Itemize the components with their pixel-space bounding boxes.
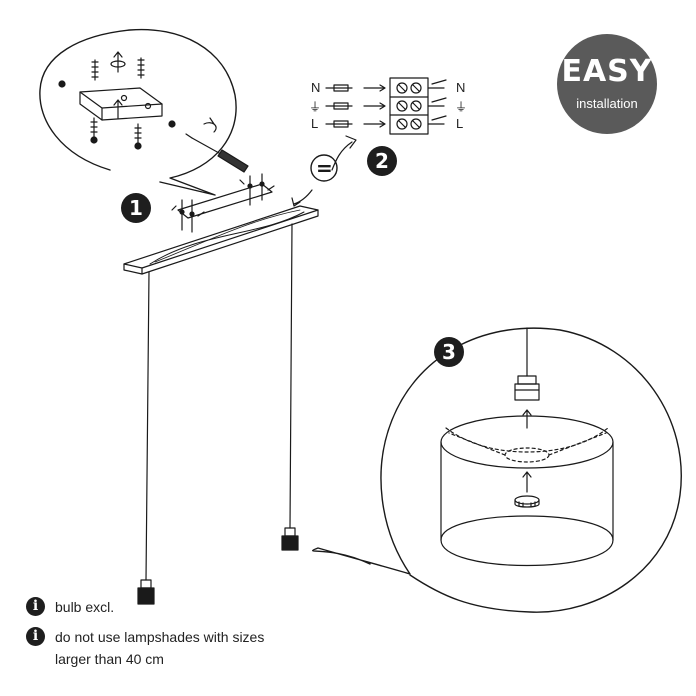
step-1-marker: 1 [121, 193, 151, 223]
drum-shade [440, 415, 614, 567]
pendant-cord-left [145, 271, 150, 581]
bracket-icon [79, 87, 163, 121]
ceiling-bracket [171, 173, 275, 233]
wire-label-neutral-left: N [311, 80, 321, 95]
info-icon: i [26, 627, 45, 646]
info-icon: i [26, 597, 45, 616]
easy-installation-badge: EASY installation [557, 34, 657, 134]
screw-icon [90, 57, 145, 150]
note-bulb-excluded: i bulb excl. [26, 597, 114, 616]
equals-symbol: = [316, 156, 333, 180]
note-text: do not use lampshades with sizes [55, 628, 265, 645]
shade-detail-bubble [311, 327, 682, 613]
wiring-terminal-block [325, 77, 447, 135]
wire-label-live-left: L [311, 116, 319, 131]
ring-nut-icon [514, 495, 540, 508]
wire-label-ground-right: ⏚ [455, 100, 468, 114]
wire-label-neutral-right: N [456, 80, 466, 95]
note-text: bulb excl. [55, 598, 115, 615]
screwdriver-icon [185, 117, 249, 173]
pendant-cord-right [289, 223, 293, 529]
socket-icon [137, 527, 299, 605]
wire-label-live-right: L [456, 116, 464, 131]
canopy-bar [123, 205, 319, 275]
note-lampshade-size: i do not use lampshades with sizes [26, 627, 264, 646]
note-text-continuation: larger than 40 cm [55, 651, 164, 667]
badge-subtitle: installation [576, 96, 638, 111]
wire-label-ground-left: ⏚ [309, 100, 322, 114]
mounting-detail-bubble [39, 28, 237, 196]
lamp-holder-icon [514, 375, 540, 401]
equals-circle [310, 154, 338, 182]
step-2-marker: 2 [367, 146, 397, 176]
badge-title: EASY [561, 54, 653, 89]
step-3-marker: 3 [434, 337, 464, 367]
